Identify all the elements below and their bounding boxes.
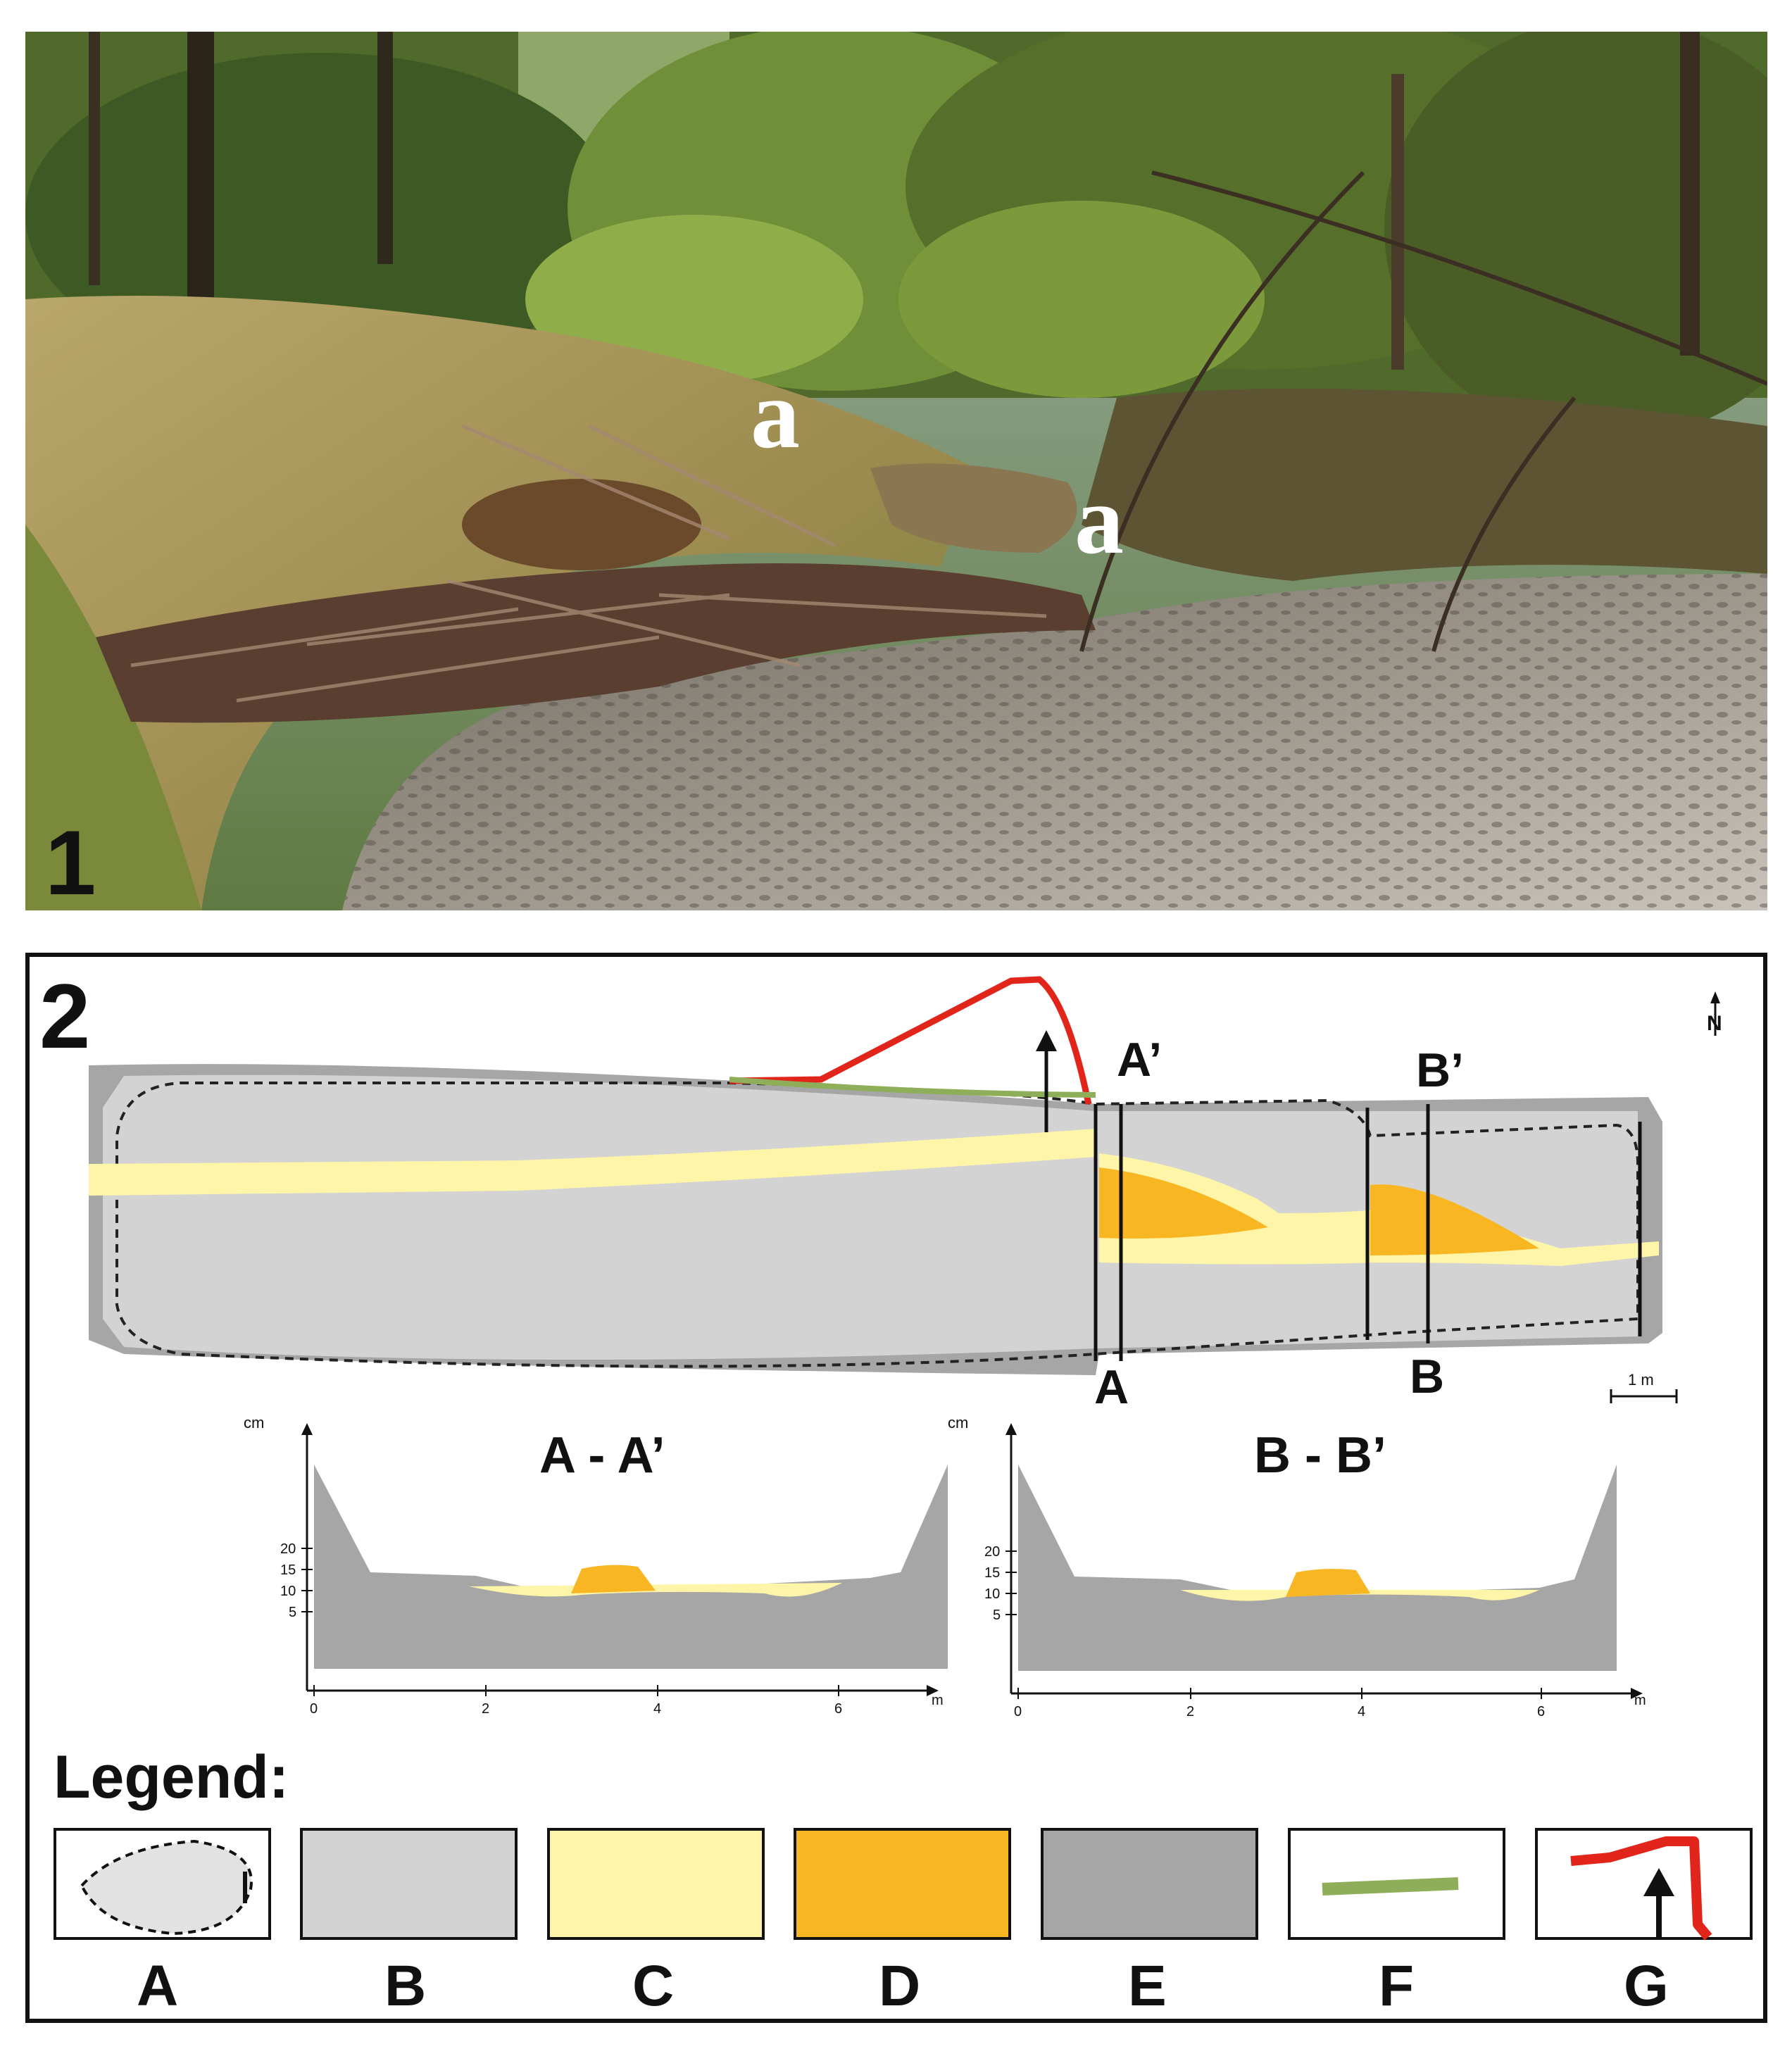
profile-b: B - B’ cm m 20 15 10 5 0 2 4 6 <box>948 1414 1646 1719</box>
profile-b-y-tick: 10 <box>984 1586 1000 1602</box>
scale-bar: 1 m <box>1610 1371 1678 1403</box>
sand-bar-orange <box>1099 1167 1268 1239</box>
legend-swatch-c <box>547 1828 765 1940</box>
legend-swatch-dashed-outline <box>80 1839 253 1936</box>
profile-a-terrain <box>314 1465 948 1669</box>
flow-arrow-head <box>1036 1030 1057 1051</box>
profile-b-terrain <box>1018 1465 1617 1671</box>
scale-label: 1 m <box>1628 1371 1654 1389</box>
photo-panel-number: 1 <box>45 811 96 910</box>
section-label-b-prime: B’ <box>1416 1044 1464 1097</box>
north-arrow-icon: N <box>1707 991 1722 1036</box>
profile-b-x-tick: 4 <box>1358 1704 1365 1719</box>
section-label-a-prime: A’ <box>1117 1033 1162 1086</box>
legend-letter-c: C <box>632 1954 674 2018</box>
profile-b-y-tick: 5 <box>993 1608 1001 1623</box>
legend-letter-e: E <box>1128 1954 1167 2018</box>
legend-swatch-e <box>1041 1828 1258 1940</box>
profile-a-y-tick: 5 <box>289 1605 296 1620</box>
profile-a-x-tick: 2 <box>482 1701 489 1717</box>
legend-letter-f: F <box>1379 1954 1414 2018</box>
legend-arrow-icon <box>1643 1868 1674 1896</box>
north-label: N <box>1707 1012 1722 1035</box>
channel-bed <box>103 1074 1638 1360</box>
profile-b-y-tick: 15 <box>984 1565 1000 1581</box>
profile-a-x-unit: m <box>932 1693 944 1708</box>
plan-view: A’ B’ A B N 1 m <box>89 976 1722 1414</box>
legend-letter-a: A <box>137 1954 178 2018</box>
erosion-outline <box>729 976 1092 1105</box>
profile-b-bar <box>1286 1569 1370 1597</box>
section-label-b: B <box>1410 1350 1444 1403</box>
stream-photograph: 1 a a <box>25 32 1767 910</box>
diagram-panel-number: 2 <box>39 965 90 1067</box>
profile-a-y-tick: 10 <box>280 1584 296 1599</box>
photo-marker-a: a <box>1074 465 1124 575</box>
profile-a-y-tick: 20 <box>280 1541 296 1557</box>
profile-a-sand <box>469 1583 842 1597</box>
stream-diagram-panel: 2 A’ B’ A B N <box>25 953 1767 2023</box>
profile-a-x-tick: 0 <box>310 1701 318 1717</box>
legend-swatch-d <box>794 1828 1011 1940</box>
legend-letter-g: G <box>1624 1954 1669 2018</box>
sand-bar-orange <box>1370 1184 1539 1255</box>
profile-b-y-unit: cm <box>948 1414 968 1431</box>
legend-swatch-red-outline <box>1570 1836 1712 1941</box>
profile-a-bar <box>571 1565 656 1593</box>
profile-a-title: A - A’ <box>539 1427 665 1484</box>
profile-b-title: B - B’ <box>1254 1427 1386 1484</box>
profile-a-y-unit: cm <box>244 1414 264 1431</box>
profile-b-x-tick: 2 <box>1186 1704 1194 1719</box>
profile-a-x-tick: 6 <box>834 1701 842 1717</box>
profile-b-x-tick: 6 <box>1537 1704 1545 1719</box>
legend-swatch-green-line <box>1322 1877 1459 1896</box>
profile-b-y-tick: 20 <box>984 1544 1000 1560</box>
legend-letter-b: B <box>384 1954 426 2018</box>
legend-letter-d: D <box>879 1954 920 2018</box>
profile-b-sand <box>1180 1590 1539 1601</box>
profile-a: A - A’ cm m 20 15 10 5 0 2 4 6 <box>244 1414 948 1717</box>
profile-a-x-tick: 4 <box>653 1701 661 1717</box>
legend: Legend: A B C D E F G <box>54 1743 1753 2018</box>
sand-streak <box>89 1129 1096 1196</box>
section-label-a: A <box>1094 1360 1129 1414</box>
photo-marker-a: a <box>751 360 800 469</box>
legend-title: Legend: <box>54 1743 289 1811</box>
channel-outline-dashed <box>115 1082 1639 1368</box>
profile-b-x-tick: 0 <box>1014 1704 1022 1719</box>
profile-b-x-unit: m <box>1634 1693 1646 1708</box>
green-line <box>729 1077 1096 1098</box>
profile-a-y-tick: 15 <box>280 1562 296 1578</box>
legend-swatch-b <box>300 1828 518 1940</box>
